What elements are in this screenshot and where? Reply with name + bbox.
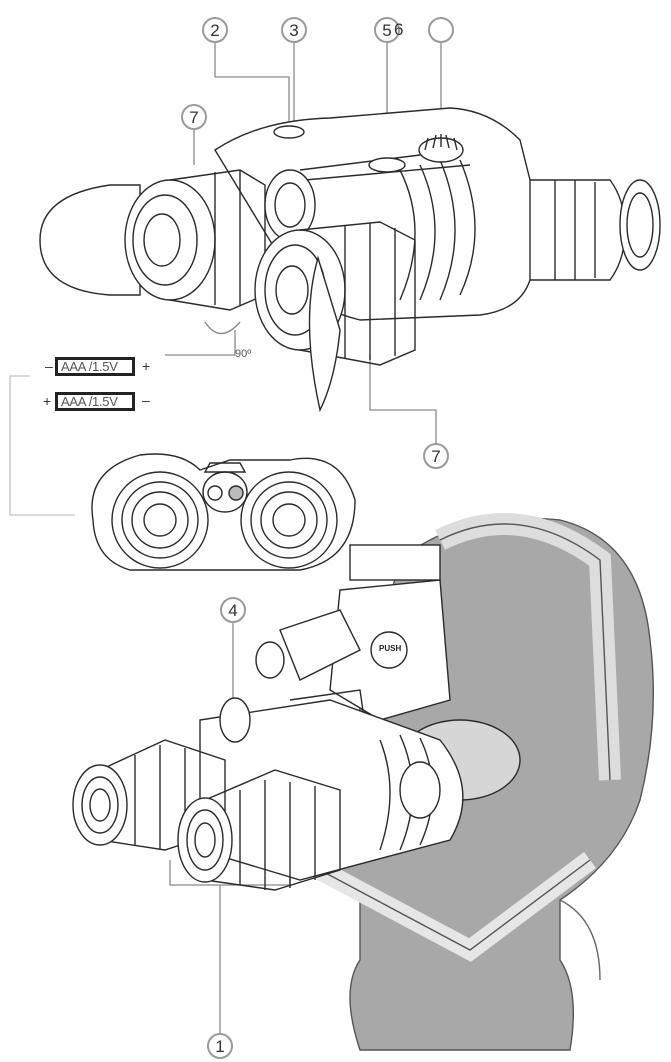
callout-blank [428,17,454,43]
battery-1-right-polarity: + [142,358,151,374]
callout-2: 2 [202,17,228,43]
mannequin-head [255,513,655,1051]
callout-5: 5 [374,17,400,43]
battery-2-label: AAA /1.5V [61,394,118,409]
inset-bottom-view [91,453,356,571]
battery-1-left-polarity: – [45,358,53,374]
worn-goggle [72,697,464,891]
top-binocular [39,107,661,413]
callout-1: 1 [207,1033,233,1059]
callout-3: 3 [281,17,307,43]
battery-1-label: AAA /1.5V [61,359,118,374]
push-button-label: PUSH [379,644,402,653]
callout-4: 4 [220,597,246,623]
callout-7-bottom: 7 [423,443,449,469]
rotation-angle-label: 90º [235,348,252,360]
callout-6-label: 6 [394,20,404,39]
leader-lines [9,43,442,1033]
battery-2-left-polarity: + [43,393,52,409]
battery-1: AAA /1.5V [55,357,135,376]
battery-2: AAA /1.5V [55,392,135,411]
callout-7-top: 7 [181,104,207,130]
battery-2-right-polarity: – [142,392,150,408]
